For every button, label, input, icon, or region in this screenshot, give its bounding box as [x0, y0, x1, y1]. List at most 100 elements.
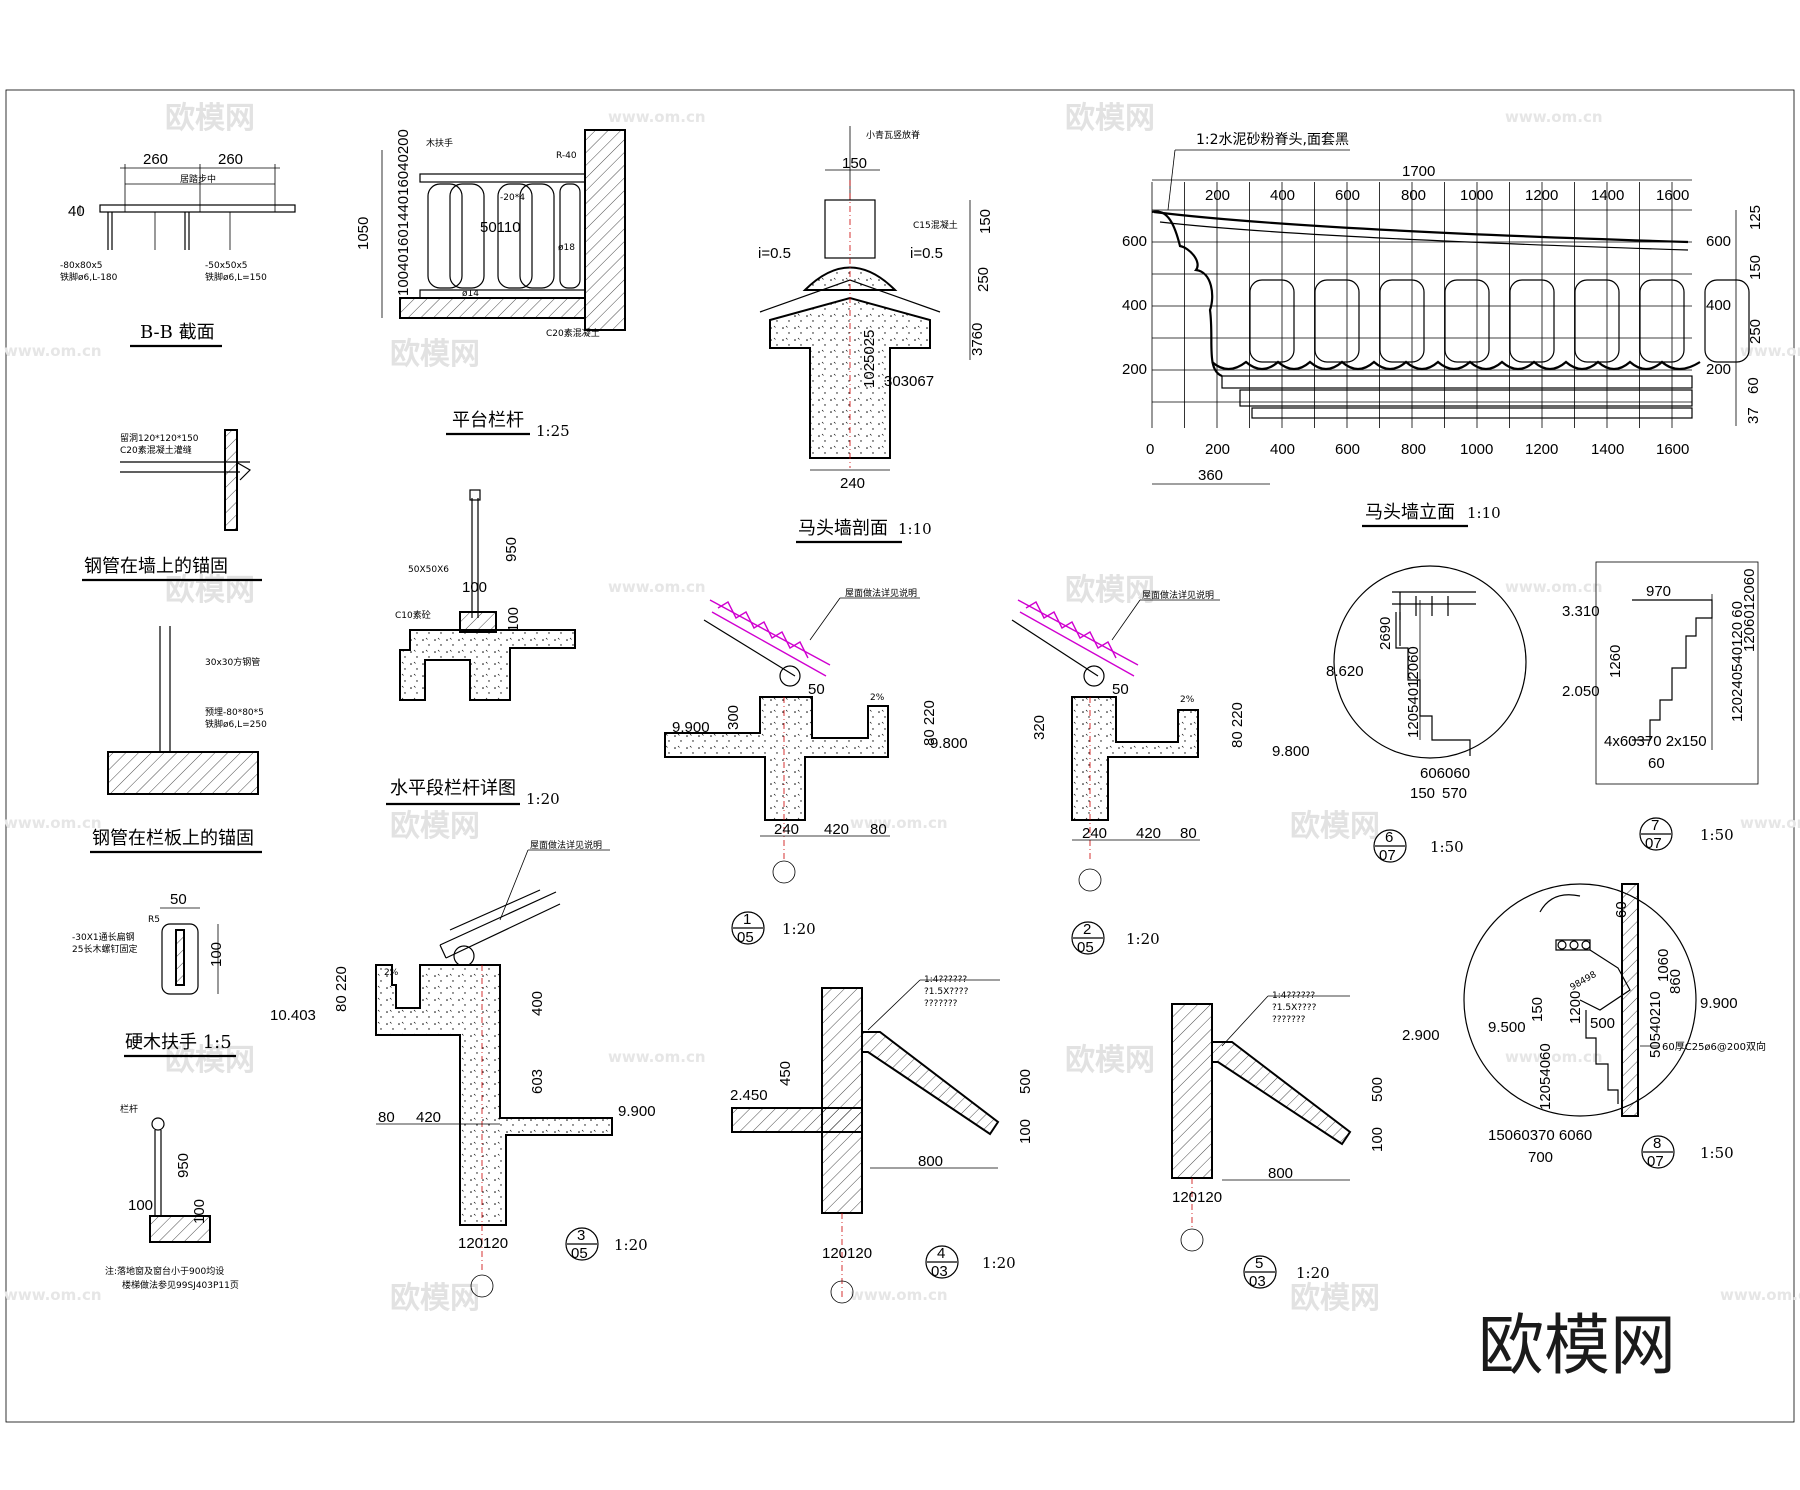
detail-number: 6 — [1385, 829, 1393, 846]
watermark: 欧模网 — [390, 337, 480, 372]
note-label: 预埋-80*80*5 — [205, 707, 264, 718]
tick-label: 800 — [1401, 441, 1426, 458]
note-label: C10素砼 — [395, 609, 431, 621]
tick-label: 600 — [1335, 441, 1360, 458]
gable-elevation-detail: 1:2水泥砂粉脊头,面套黑 1700 200 400 600 800 1000 … — [1122, 132, 1764, 528]
ridge-tile — [1379, 279, 1425, 363]
note-label: 1:4?????? — [924, 975, 967, 985]
dim-label: 260 — [143, 151, 168, 168]
watermark-layer: 欧模网 www.om.cn 欧模网 www.om.cn www.om.cn 欧模… — [4, 101, 1800, 1316]
dim-label: 250 — [975, 267, 992, 292]
dim-label: 3760 — [969, 323, 986, 356]
watermark: 欧模网 — [1065, 101, 1155, 136]
detail-scale: 1:20 — [982, 1254, 1016, 1272]
sheet-frame — [5, 89, 1795, 1423]
ridge-tile — [1574, 279, 1620, 363]
tick-label: 200 — [1205, 441, 1230, 458]
detail-ref: 07 — [1645, 835, 1662, 852]
detail-number: 5 — [1255, 1255, 1263, 1272]
ridge-tile — [1704, 279, 1750, 363]
watermark: 欧模网 — [165, 1043, 255, 1078]
elevation-grid — [1151, 182, 1692, 428]
watermark: 欧模网 — [165, 573, 255, 608]
watermark: 欧模网 — [1290, 1281, 1380, 1316]
ridge-tile — [1444, 279, 1490, 363]
tick-label: 1600 — [1656, 187, 1689, 204]
dim-label: 1060 — [1655, 949, 1672, 982]
dim-label: 303067 — [884, 373, 934, 390]
watermark: 欧模网 — [1290, 809, 1380, 844]
note-label: 25长木螺钉固定 — [72, 943, 137, 955]
right-ruler: 600 400 200 125 150 250 60 37 — [1706, 205, 1764, 426]
note-label: ø18 — [558, 243, 575, 253]
dim-label: 150 — [977, 209, 994, 234]
wall-anchor-detail: 留洞120*120*150 C20素混凝土灌缝 钢管在墙上的锚固 — [82, 429, 262, 582]
tick-label: 400 — [1122, 297, 1147, 314]
dim-label: 320 — [1031, 715, 1048, 740]
dim-label: 1700 — [1402, 163, 1435, 180]
dim-label: 700 — [1528, 1149, 1553, 1166]
dim-label: 150 — [1529, 997, 1546, 1022]
dim-label: 500 — [1590, 1015, 1615, 1032]
watermark: 欧模网 — [1065, 1043, 1155, 1078]
detail-number: 4 — [937, 1245, 945, 1262]
detail-scale: 1:50 — [1700, 1144, 1734, 1162]
dim-label: 1260 — [1607, 645, 1624, 678]
dim-label: 2690 — [1377, 617, 1394, 650]
ridge-tile — [1639, 279, 1685, 363]
gable-section-detail: 小青瓦竖放脊 150 i=0.5 i=0.5 C15混凝土 150 250 37… — [758, 126, 994, 544]
note-label: ??????? — [1272, 1015, 1306, 1025]
note-label: 2% — [384, 968, 399, 978]
note-label: 木扶手 — [426, 137, 453, 149]
detail-scale: 1:20 — [526, 790, 560, 808]
elevation-label: 2.450 — [730, 1087, 768, 1104]
detail-scale: 1:25 — [536, 422, 570, 440]
dim-label: 240 — [1082, 825, 1107, 842]
detail-title: 水平段栏杆详图 — [390, 778, 516, 799]
detail-scale: 1:50 — [1430, 838, 1464, 856]
dim-label: 360 — [1198, 467, 1223, 484]
note-label: 楼梯做法参见99SJ403P11页 — [122, 1279, 239, 1291]
dim-label: 606060 — [1420, 765, 1470, 782]
dim-label: 970 — [1646, 583, 1671, 600]
dim-label: 250 — [1747, 319, 1764, 344]
dim-label: 80 — [378, 1109, 395, 1126]
dim-label: 500 — [1017, 1069, 1034, 1094]
detail-2-section: 屋面做法详见说明 50 2% 9.800 320 80 220 240 420 … — [1011, 589, 1310, 956]
note-label: -30X1通长扁钢 — [72, 931, 135, 943]
tick-label: 1400 — [1591, 441, 1624, 458]
elevation-label: 9.800 — [930, 735, 968, 752]
slope-label: i=0.5 — [758, 245, 791, 262]
handrail-detail: 50 R5 100 -30X1通长扁钢 25长木螺钉固定 硬木扶手 1:5 — [72, 891, 236, 1058]
railing-note-detail: 栏杆 950 100 100 注:落地窗及窗台小于900均设 楼梯做法参见99S… — [105, 1103, 239, 1291]
dim-label: 1200 — [1567, 991, 1584, 1024]
dim-label: 100 — [462, 579, 487, 596]
detail-number: 3 — [577, 1227, 585, 1244]
dim-label: 150 — [1747, 255, 1764, 280]
note-label: C20素混凝土灌缝 — [120, 444, 192, 456]
note-label: 铁脚ø6,L=150 — [205, 271, 267, 283]
note-label: -50x50x5 — [205, 261, 248, 271]
dim-label: 50 — [1112, 681, 1129, 698]
dim-label: 50110 — [480, 219, 521, 236]
watermark-url: www.om.cn — [608, 108, 706, 126]
dim-label: 420 — [416, 1109, 441, 1126]
note-label: 栏杆 — [120, 1103, 138, 1115]
dim-label: 800 — [918, 1153, 943, 1170]
note-label: 居踏步中 — [180, 173, 216, 185]
dim-label: 120120 — [458, 1235, 508, 1252]
dim-label: R5 — [148, 915, 160, 925]
watermark: 欧模网 — [1065, 573, 1155, 608]
elevation-label: 10.403 — [270, 1007, 316, 1024]
bottom-ruler: 0 200 400 600 800 1000 1200 1400 1600 — [1146, 441, 1689, 458]
dim-label: 950 — [175, 1153, 192, 1178]
dim-label: 80 — [1180, 825, 1197, 842]
dim-label: 1206012060 — [1741, 569, 1758, 652]
watermark: 欧模网 — [165, 101, 255, 136]
tick-label: 1400 — [1591, 187, 1624, 204]
dim-label: 120240540120 60 — [1729, 601, 1746, 722]
dim-label: 125 — [1747, 205, 1764, 230]
dim-label: 1025025 — [861, 330, 878, 388]
tick-label: 1600 — [1656, 441, 1689, 458]
